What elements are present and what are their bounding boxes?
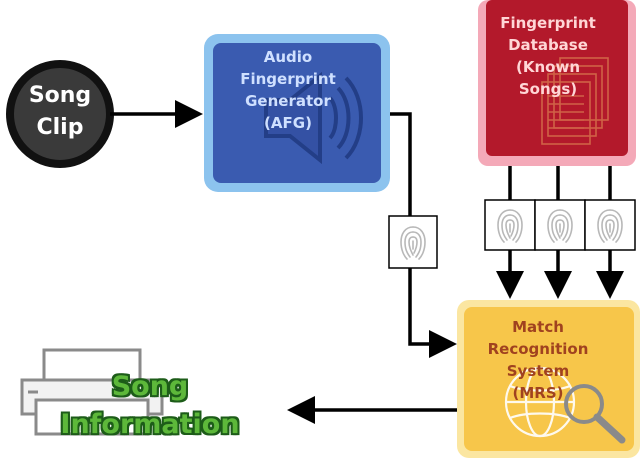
- database-node: [478, 0, 636, 166]
- database-label: Fingerprint Database (Known Songs): [500, 14, 596, 98]
- afg-label: Audio Fingerprint Generator (AFG): [240, 48, 336, 132]
- afg-node: [204, 34, 390, 192]
- fingerprint-icon: [388, 215, 438, 269]
- mrs-node: [457, 300, 640, 458]
- magnifier-icon: [564, 384, 626, 444]
- printer-icon: [20, 348, 164, 436]
- fingerprint-icon: [484, 199, 536, 251]
- fingerprint-icon: [584, 199, 636, 251]
- song-information-label: Song Information: [60, 371, 240, 440]
- globe-search-icon: [504, 366, 576, 438]
- mrs-label: Match Recognition System (MRS): [487, 318, 589, 402]
- document-stack-icon: [541, 57, 609, 145]
- fingerprint-icon: [534, 199, 586, 251]
- song-clip-label: Song Clip: [28, 83, 92, 140]
- speaker-icon: [264, 71, 363, 165]
